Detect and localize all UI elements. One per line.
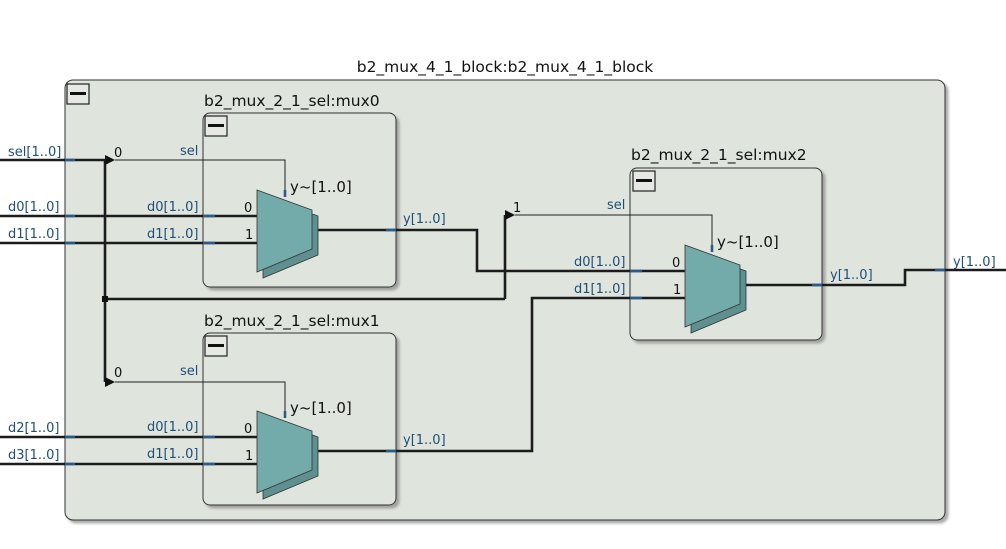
mux1-title: b2_mux_2_1_sel:mux1 [204,312,380,331]
port-d1-label: d1[1..0] [8,227,59,242]
mux1-tap-label: 0 [114,366,122,381]
mux0-sel-line [115,159,286,197]
mux1-block[interactable]: b2_mux_2_1_sel:mux1 [202,312,397,506]
port-d3-label: d3[1..0] [8,448,59,463]
mux0-y-label: y[1..0] [403,212,446,227]
mux1-to-mux2-wire[interactable] [318,296,685,453]
mux0-to-mux2-wire[interactable] [318,228,685,273]
mux2-pin1-label: 1 [673,283,681,298]
wires [0,155,1006,466]
mux1-sel-label: sel [180,364,198,379]
mux2-sel-tap-arrow [505,210,515,220]
mux0-collapse-button[interactable] [204,115,228,137]
port-y-label: y[1..0] [953,255,996,270]
mux2-d0-label: d0[1..0] [574,255,625,270]
port-d0-label: d0[1..0] [8,200,59,215]
mux2-out-label: y~[1..0] [717,233,779,251]
top-block-title: b2_mux_4_1_block:b2_mux_4_1_block [357,58,654,77]
mux2-sel-label: sel [607,198,625,213]
mux0-title: b2_mux_2_1_sel:mux0 [204,92,380,111]
mux2-d1-label: d1[1..0] [574,282,625,297]
mux0-sel-label: sel [180,144,198,159]
mux0-out-label: y~[1..0] [290,178,352,196]
y-output-wire[interactable] [745,268,1006,287]
junction-dot [102,296,108,302]
mux0-d1-label: d1[1..0] [147,227,198,242]
mux1-sel-tap-arrow [105,377,115,387]
mux0-tap-label: 0 [114,146,122,161]
mux0-sel-tap-arrow [105,155,115,165]
mux1-collapse-button[interactable] [204,335,228,357]
mux2-collapse-button[interactable] [632,170,656,192]
mux2-y-label: y[1..0] [830,268,873,283]
mux0-pin0-label: 0 [244,201,252,216]
mux2-shape[interactable] [684,244,747,334]
mux2-sel-line [515,214,713,252]
mux1-out-label: y~[1..0] [290,399,352,417]
mux2-title: b2_mux_2_1_sel:mux2 [631,146,807,165]
mux0-pin1-label: 1 [245,228,253,243]
port-d2-label: d2[1..0] [8,421,59,436]
mux1-d1-label: d1[1..0] [147,447,198,462]
mux1-pin0-label: 0 [244,422,252,437]
mux0-d0-label: d0[1..0] [147,200,198,215]
mux2-tap-label: 1 [513,201,521,216]
mux1-shape[interactable] [256,410,319,500]
port-sel-label: sel[1..0] [8,145,61,160]
mux1-y-label: y[1..0] [403,433,446,448]
top-block-collapse-button[interactable] [66,83,90,105]
mux1-sel-line [115,381,286,418]
mux0-shape[interactable] [256,189,319,279]
mux2-pin0-label: 0 [672,256,680,271]
mux1-d0-label: d0[1..0] [147,420,198,435]
mux1-pin1-label: 1 [245,449,253,464]
